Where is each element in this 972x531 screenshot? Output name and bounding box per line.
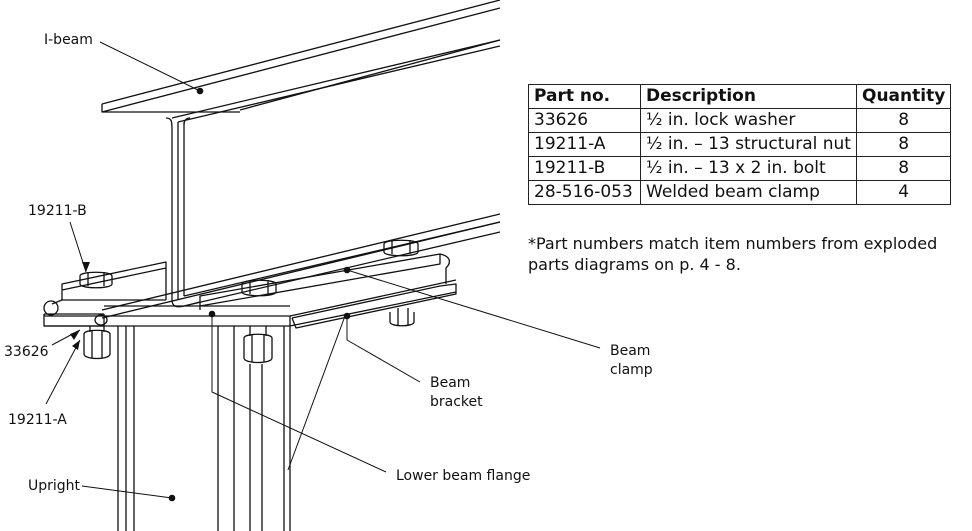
header-description: Description	[640, 84, 857, 109]
table-header-row: Part no. Description Quantity	[528, 84, 952, 109]
cell-part-no: 19211-B	[528, 156, 641, 181]
i-beam-top-flange	[101, 0, 501, 123]
header-part-no: Part no.	[528, 84, 641, 109]
right-clamp-plate	[199, 253, 457, 329]
cell-part-no: 19211-A	[528, 132, 641, 157]
i-beam-web	[165, 117, 191, 300]
cell-description: ½ in. – 13 structural nut	[640, 132, 857, 157]
bolt-19211-b-left	[79, 271, 113, 289]
upright-right	[217, 326, 291, 531]
parts-table: Part no. Description Quantity 33626 ½ in…	[528, 84, 952, 205]
table-row: 33626 ½ in. lock washer 8	[528, 108, 952, 133]
bolt-19211-b-middle	[241, 279, 277, 297]
table-row: 28-516-053 Welded beam clamp 4	[528, 180, 952, 205]
lock-washer-33626	[43, 300, 108, 326]
cell-part-no: 33626	[528, 108, 641, 133]
label-33626: 33626	[4, 344, 49, 360]
nut-19211-a-right	[389, 308, 415, 327]
leader-dots	[70, 87, 351, 502]
upright-left	[117, 326, 135, 531]
beam-bracket-plate	[44, 279, 457, 327]
nut-19211-a-left	[83, 326, 111, 360]
label-beam-clamp-line2: clamp	[610, 362, 653, 378]
table-row: 19211-B ½ in. – 13 x 2 in. bolt 8	[528, 156, 952, 181]
label-19211-a: 19211-A	[8, 412, 67, 428]
label-i-beam: I-beam	[44, 32, 93, 48]
label-beam-bracket-line2: bracket	[430, 394, 483, 410]
table-row: 19211-A ½ in. – 13 structural nut 8	[528, 132, 952, 157]
cell-description: ½ in. – 13 x 2 in. bolt	[640, 156, 857, 181]
label-beam-clamp-line1: Beam	[610, 343, 650, 359]
label-upright: Upright	[28, 478, 81, 494]
bolt-19211-b-right	[383, 239, 419, 257]
nut-19211-a-middle	[243, 326, 273, 364]
cell-quantity: 8	[855, 132, 952, 157]
cell-quantity: 8	[855, 108, 952, 133]
cell-part-no: 28-516-053	[528, 180, 641, 205]
cell-quantity: 8	[855, 156, 952, 181]
header-quantity: Quantity	[855, 84, 952, 109]
leader-lines	[45, 41, 601, 499]
label-beam-bracket-line1: Beam	[430, 375, 470, 391]
label-19211-b: 19211-B	[28, 203, 87, 219]
label-lower-beam-flange: Lower beam flange	[396, 468, 530, 484]
footnote: *Part numbers match item numbers from ex…	[528, 234, 938, 274]
cell-description: ½ in. lock washer	[640, 108, 857, 133]
lower-beam-flange	[101, 213, 501, 319]
cell-quantity: 4	[855, 180, 952, 205]
cell-description: Welded beam clamp	[640, 180, 857, 205]
